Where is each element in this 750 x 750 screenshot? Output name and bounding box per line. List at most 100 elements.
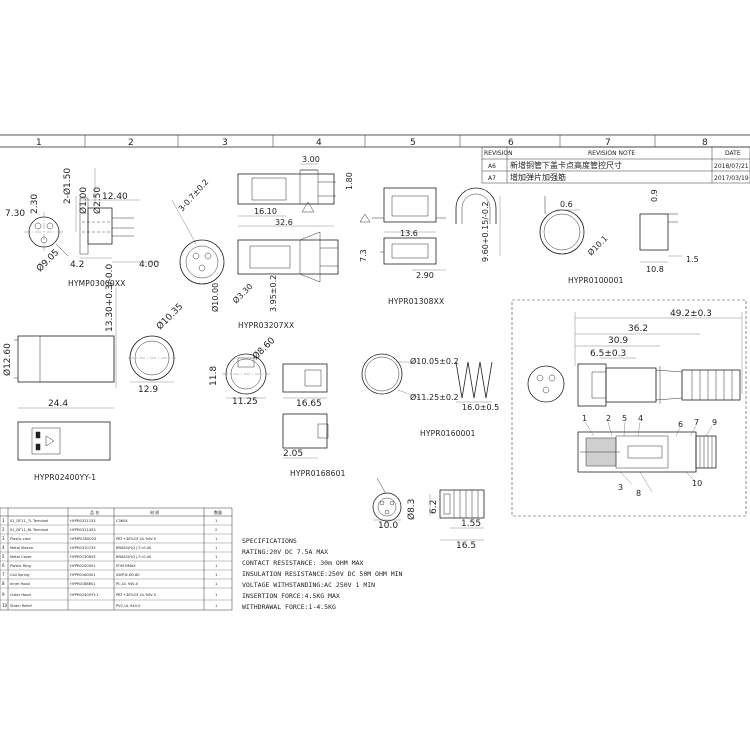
bom-cell-r8-c1: Inner Hood (10, 582, 30, 586)
bom-cell-r5-c1: Metal Cover (10, 555, 32, 559)
p6-dim-1125: 11.25 (232, 397, 258, 407)
bom-cell-r6-c1: Plastic Ring (10, 564, 31, 568)
bom-cell-r7-c1: Coil Spring (10, 573, 29, 577)
bom-cell-r5-c0: 5 (2, 554, 5, 559)
bom-cell-r5-c2: HYPR0130833 (70, 555, 96, 559)
bom-cell-r10-c3: PVC,UL 94V-0 (116, 604, 141, 608)
p7-dim-160: 16.0±0.5 (462, 403, 499, 412)
p1-dim-d100: Ø1.00 (78, 187, 89, 214)
p1-dim-d250: Ø2.50 (92, 187, 103, 214)
asm-balloon-5: 5 (622, 414, 627, 423)
part-hypr03207xx: 3.00 16.10 32.6 1.80 3.95±0.2 3-0.7±0.2 … (171, 155, 354, 330)
bom-cell-r5-c4: 1 (215, 555, 217, 559)
p8-dim-165: 16.5 (456, 541, 476, 551)
bom-cell-r2-c0: 2 (2, 527, 5, 532)
asm-dim-492: 49.2±0.3 (670, 309, 712, 319)
p5-dim-1330: 13.30+0.3/-0.0 (105, 264, 115, 332)
bom-cell-r8-c2: HYPR0168601 (70, 582, 96, 586)
specifications-block: SPECIFICATIONS RATING:20V DC 7.5A MAX CO… (242, 537, 403, 611)
bom-cell-r2-c1: 01_DF11_6L Terminal (10, 528, 48, 532)
part-hypr0100001: 9.60+0.15/-0.2 0.6 Ø10.1 0.9 10.8 1.5 HY… (455, 187, 699, 285)
bom-header-material: 材 质 (150, 509, 159, 515)
p3-dim-136: 13.6 (400, 229, 418, 238)
p6-dim-205: 2.05 (283, 449, 303, 459)
p2-dim-180: 1.80 (345, 172, 354, 190)
bom-rows: 1 01_DF11_7L Terminal HYPR0311153 C3604 1 2 01… (2, 518, 217, 608)
bom-cell-r1-c4: 1 (215, 519, 217, 523)
spec-line-1: RATING:20V DC 7.5A MAX (242, 548, 328, 556)
bom-cell-r7-c4: 1 (215, 573, 217, 577)
p5-part-code: HYPR02400YY-1 (34, 473, 96, 482)
bom-cell-r8-c0: 8 (2, 581, 5, 586)
p3-dim-73: 7.3 (359, 249, 368, 262)
grid-col-7: 7 (605, 138, 611, 148)
p2-dim-d10: Ø10.00 (210, 283, 220, 312)
p8-dim-155: 1.55 (461, 519, 481, 529)
asm-balloon-6: 6 (678, 420, 683, 429)
bom-cell-r9-c4: 1 (215, 593, 217, 597)
bom-cell-r6-c2: HYPR0100001 (70, 564, 96, 568)
bom-cell-r3-c1: Plastic core (10, 537, 31, 541)
rev-header-revision: REVISION (484, 150, 513, 157)
p5-dim-129: 12.9 (138, 385, 158, 395)
bom-cell-r3-c2: HYMP0300003 (70, 537, 96, 541)
p2-dim-300: 3.00 (302, 155, 320, 164)
p7-part-code: HYPR0160001 (420, 429, 476, 438)
p2-dim-395: 3.95±0.2 (269, 275, 278, 312)
asm-balloon-9: 9 (712, 418, 717, 427)
p4-dim-15: 1.5 (686, 255, 699, 264)
p8-dim-100: 10.0 (378, 521, 398, 531)
asm-balloon-2: 2 (606, 414, 611, 423)
grid-col-2: 2 (128, 138, 134, 148)
bom-cell-r9-c2: HYPR02400YY-1 (70, 593, 99, 597)
rev-header-date: DATE (725, 150, 741, 157)
bom-cell-r1-c2: HYPR0311153 (70, 519, 96, 523)
part-hypr01308xx: 13.6 7.3 2.90 HYPR01308XX (359, 187, 446, 306)
p6-dim-118: 11.8 (209, 366, 219, 386)
bom-cell-r3-c0: 3 (2, 536, 5, 541)
p4-part-code: HYPR0100001 (568, 276, 624, 285)
p3-part-code: HYPR01308XX (388, 297, 444, 306)
spec-title: SPECIFICATIONS (242, 537, 297, 545)
asm-balloon-3: 3 (618, 483, 623, 492)
p6-dim-d860: Ø8.60 (250, 335, 277, 362)
bom-cell-r1-c3: C3604 (116, 519, 128, 523)
rev-row-1-note: 新增铜管下盖卡点高度管控尺寸 (510, 160, 622, 170)
bom-cell-r7-c3: SWP-B Ø0.60 (116, 572, 140, 577)
grid-col-1: 1 (36, 138, 42, 148)
p2-dim-1610: 16.10 (254, 207, 277, 216)
rev-row-2-date: 2017/03/19 (714, 175, 749, 182)
part-hypr0160001: Ø10.05±0.2 Ø11.25±0.2 16.0±0.5 HYPR01600… (361, 353, 499, 438)
p6-part-code: HYPR0168601 (290, 469, 346, 478)
bom-cell-r4-c3: BRASS(H/2),T=0.40 (116, 546, 152, 550)
p2-part-code: HYPR03207XX (238, 321, 294, 330)
bom-cell-r4-c2: HYPR0310733 (70, 546, 96, 550)
p1-dim-d905: Ø9.05 (34, 247, 61, 274)
bom-cell-r7-c0: 7 (2, 572, 5, 577)
p3-dim-290: 2.90 (416, 271, 434, 280)
part-hypr0168601: 11.8 Ø8.60 11.25 16.65 2.05 HYPR0168601 (209, 335, 346, 478)
bom-cell-r6-c0: 6 (2, 563, 5, 568)
bom-cell-r4-c0: 4 (2, 545, 5, 550)
spec-line-3: INSULATION RESISTANCE:250V DC 50M OHM MI… (242, 570, 403, 578)
grid-col-4: 4 (316, 138, 322, 148)
bom-cell-r9-c0: 9 (2, 592, 5, 597)
bom-cell-r1-c1: 01_DF11_7L Terminal (10, 519, 48, 523)
part-core: Ø8.3 10.0 6.2 1.55 16.5 (372, 477, 485, 551)
p2-dim-3-07: 3-0.7±0.2 (177, 177, 211, 213)
p4-dim-108: 10.8 (646, 265, 664, 274)
p5-dim-244: 24.4 (48, 399, 68, 409)
grid-band: 1 2 3 4 5 6 7 8 (0, 134, 750, 148)
p4-dim-d101: Ø10.1 (585, 233, 609, 257)
p1-dim-400: 4.00 (139, 260, 159, 270)
asm-balloon-1: 1 (582, 414, 587, 423)
rev-header-note: REVISION NOTE (588, 150, 635, 157)
bom-cell-r9-c3: PBT+30%GF,UL 94V-0 (116, 593, 157, 597)
bom-cell-r6-c3: POM BMAX (116, 564, 136, 568)
p1-dim-42: 4.2 (70, 260, 84, 270)
asm-dim-309: 30.9 (608, 336, 628, 346)
bom-cell-r2-c2: HYPR0311453 (70, 528, 96, 532)
p5-dim-d1035: Ø10.35 (154, 301, 185, 332)
p5-dim-d1260: Ø12.60 (2, 343, 13, 376)
bom-cell-r10-c0: 10 (2, 603, 8, 608)
